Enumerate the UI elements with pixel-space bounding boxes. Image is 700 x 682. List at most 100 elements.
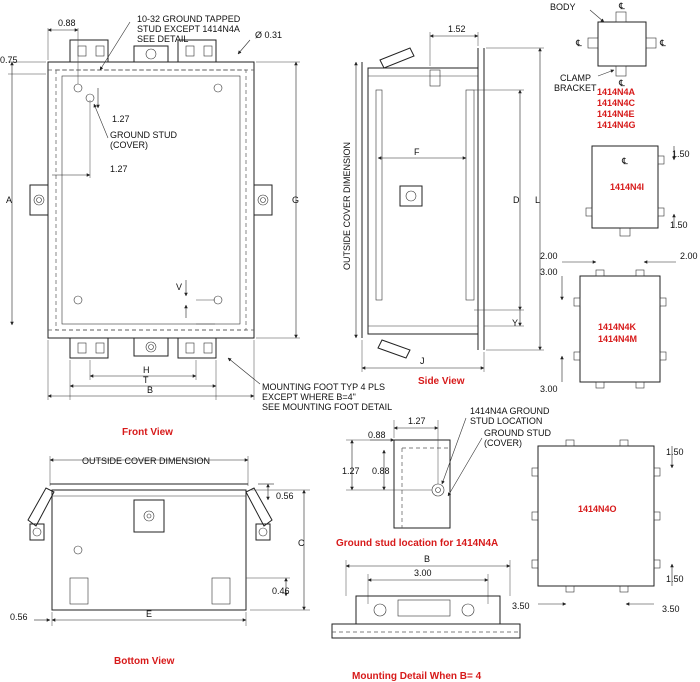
bottom-dim-056a: 0.56 [276, 491, 294, 501]
key-i-center-mark: ℄ [621, 156, 628, 166]
dim-075: 0.75 [0, 55, 18, 65]
front-view-cover-edge [61, 75, 241, 325]
ground-dim-088b: 0.88 [372, 466, 390, 476]
dim-h: H [143, 365, 150, 375]
bottom-foot-left [69, 577, 89, 605]
key-diagram-i: ℄ 1414N4I 1.50 1.50 [585, 145, 690, 237]
key-k-300b: 3.00 [540, 384, 558, 394]
key-o-150b: 1.50 [666, 574, 684, 584]
mount-dim-b: B [424, 554, 430, 564]
key-i-150a: 1.50 [672, 149, 690, 159]
key-clamp-label-1: CLAMP [560, 73, 591, 83]
dim-a: A [6, 195, 12, 205]
front-view-caption: Front View [122, 427, 173, 438]
callout-ground-l2: (COVER) [110, 140, 148, 150]
dim-g: G [292, 195, 299, 205]
key-center-mark-top: ℄ [618, 1, 625, 11]
key-model-g: 1414N4G [597, 120, 636, 130]
side-view-clamp-mid [399, 185, 423, 207]
side-view-body [367, 67, 479, 335]
ground-callout-a1: 1414N4A GROUND [470, 406, 550, 416]
front-view-enclosure-outline [47, 61, 255, 339]
callout-stud-l1: 10-32 GROUND TAPPED [137, 14, 241, 24]
side-dim-y: Y [512, 318, 518, 328]
dim-v: V [176, 282, 182, 292]
key-k-200a: 2.00 [540, 251, 558, 261]
callout-foot-l2: EXCEPT WHERE B=4" [262, 392, 356, 402]
key-model-i: 1414N4I [610, 182, 644, 192]
side-view: 1.52 F D L Y J OUTSIDE COVER DIMENSION S… [342, 24, 544, 387]
bottom-left-clamp [27, 487, 55, 541]
side-view-vertical-label: OUTSIDE COVER DIMENSION [342, 142, 352, 270]
bottom-view-caption: Bottom View [114, 656, 175, 667]
bottom-view: OUTSIDE COVER DIMENSION 0.56 C [10, 456, 310, 667]
bottom-dim-c: C [298, 538, 305, 548]
bottom-dim-046: 0.46 [272, 586, 290, 596]
callout-stud-l2: STUD EXCEPT 1414N4A [137, 24, 240, 34]
mounting-detail: B 3.00 Mounting Detail When B= 4 [331, 554, 521, 682]
bottom-foot-right [211, 577, 231, 605]
dim-t: T [143, 375, 149, 385]
ground-dim-088a: 0.88 [368, 430, 386, 440]
ground-detail-caption: Ground stud location for 1414N4A [336, 538, 498, 549]
key-diagram-km: 1414N4K 1414N4M 2.00 2.00 3.00 3.00 [540, 251, 698, 394]
front-top-clamp [133, 45, 169, 63]
front-bottom-clamp [133, 337, 169, 357]
bottom-stud-left [73, 545, 83, 555]
key-diagram-o: 1414N4O 1.50 1.50 3.50 3.50 [512, 439, 684, 614]
side-dim-j: J [420, 356, 425, 366]
dim-127b: 1.27 [110, 164, 128, 174]
key-model-a: 1414N4A [597, 87, 636, 97]
bottom-top-label: OUTSIDE COVER DIMENSION [82, 456, 210, 466]
front-cover-studs [73, 83, 223, 305]
callout-stud-l3: SEE DETAIL [137, 34, 188, 44]
key-k-200b: 2.00 [680, 251, 698, 261]
ground-callout-b2: (COVER) [484, 438, 522, 448]
key-panel: ℄ ℄ ℄ ℄ BODY CLAMP BRACKET 1414N4A 1414N… [512, 1, 698, 614]
key-k-300a: 3.00 [540, 267, 558, 277]
side-view-clamp-bottom [377, 339, 411, 359]
front-right-clamp [253, 184, 273, 216]
dim-127a: 1.27 [112, 114, 130, 124]
key-center-mark-right: ℄ [659, 38, 666, 48]
key-o-350a: 3.50 [512, 601, 530, 611]
ground-dim-127b: 1.27 [342, 466, 360, 476]
dim-031: Ø 0.31 [255, 30, 282, 40]
dim-088: 0.88 [58, 18, 76, 28]
key-model-c: 1414N4C [597, 98, 636, 108]
key-center-mark-bottom: ℄ [618, 78, 625, 88]
bottom-view-body [51, 489, 247, 611]
bottom-center-stud [133, 499, 165, 533]
callout-ground-l1: GROUND STUD [110, 130, 177, 140]
side-dim-d: D [513, 195, 520, 205]
key-body-label: BODY [550, 2, 576, 12]
dim-b: B [147, 385, 153, 395]
key-model-e: 1414N4E [597, 109, 635, 119]
bottom-dim-056b: 0.56 [10, 612, 28, 622]
front-view: 0.88 0.75 A G V 1.27 1.27 H T B 10- [0, 14, 392, 438]
ground-callout-a2: STUD LOCATION [470, 416, 542, 426]
key-i-150b: 1.50 [670, 220, 688, 230]
side-dim-152: 1.52 [448, 24, 466, 34]
key-body-diagram: ℄ ℄ ℄ ℄ [575, 1, 666, 88]
callout-foot-l1: MOUNTING FOOT TYP 4 PLS [262, 382, 385, 392]
bottom-right-clamp [245, 487, 273, 541]
key-o-150a: 1.50 [666, 447, 684, 457]
key-model-o: 1414N4O [578, 504, 617, 514]
side-view-caption: Side View [418, 376, 465, 387]
side-view-clamp-top [379, 47, 415, 69]
mounting-detail-caption: Mounting Detail When B= 4 [352, 671, 482, 682]
front-view-inner-flange [55, 69, 247, 331]
front-left-clamp [29, 184, 49, 216]
side-dim-f: F [414, 147, 420, 157]
key-o-350b: 3.50 [662, 604, 680, 614]
ground-dim-127a: 1.27 [408, 416, 426, 426]
bottom-dim-e: E [146, 609, 152, 619]
ground-callout-b1: GROUND STUD [484, 428, 551, 438]
callout-foot-l3: SEE MOUNTING FOOT DETAIL [262, 402, 392, 412]
mount-dim-300: 3.00 [414, 568, 432, 578]
ground-detail-stud [431, 483, 445, 497]
ground-stud-detail: 1.27 0.88 1.27 0.88 1414N4A GROUND STUD … [336, 406, 551, 549]
key-clamp-label-2: BRACKET [554, 83, 597, 93]
